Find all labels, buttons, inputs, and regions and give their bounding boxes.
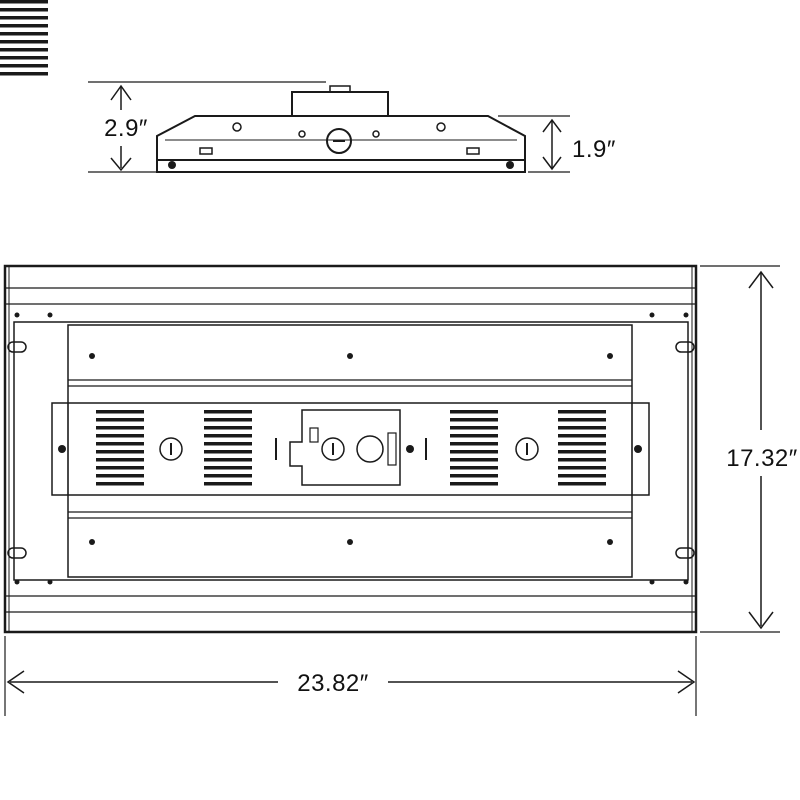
junction-plate <box>289 409 401 486</box>
lens-frame <box>156 159 526 173</box>
mounting-plate <box>13 321 689 581</box>
junction-box <box>291 91 389 117</box>
width-label: 23.82″ <box>297 670 369 697</box>
knockout-icon <box>321 437 345 461</box>
junction-box-cap <box>329 85 351 93</box>
housing-height-label: 1.9″ <box>572 136 616 163</box>
overall-height-label: 2.9″ <box>104 115 148 142</box>
knockout-icon <box>159 437 183 461</box>
side-view: 2.9″ 1.9″ <box>88 81 616 173</box>
vent-slots <box>0 0 48 76</box>
knockout-icon <box>326 128 352 154</box>
driver-bar <box>51 402 650 496</box>
top-view: 17.32″ 23.82″ <box>0 0 798 716</box>
knockout-icon <box>515 437 539 461</box>
depth-label: 17.32″ <box>726 445 798 472</box>
